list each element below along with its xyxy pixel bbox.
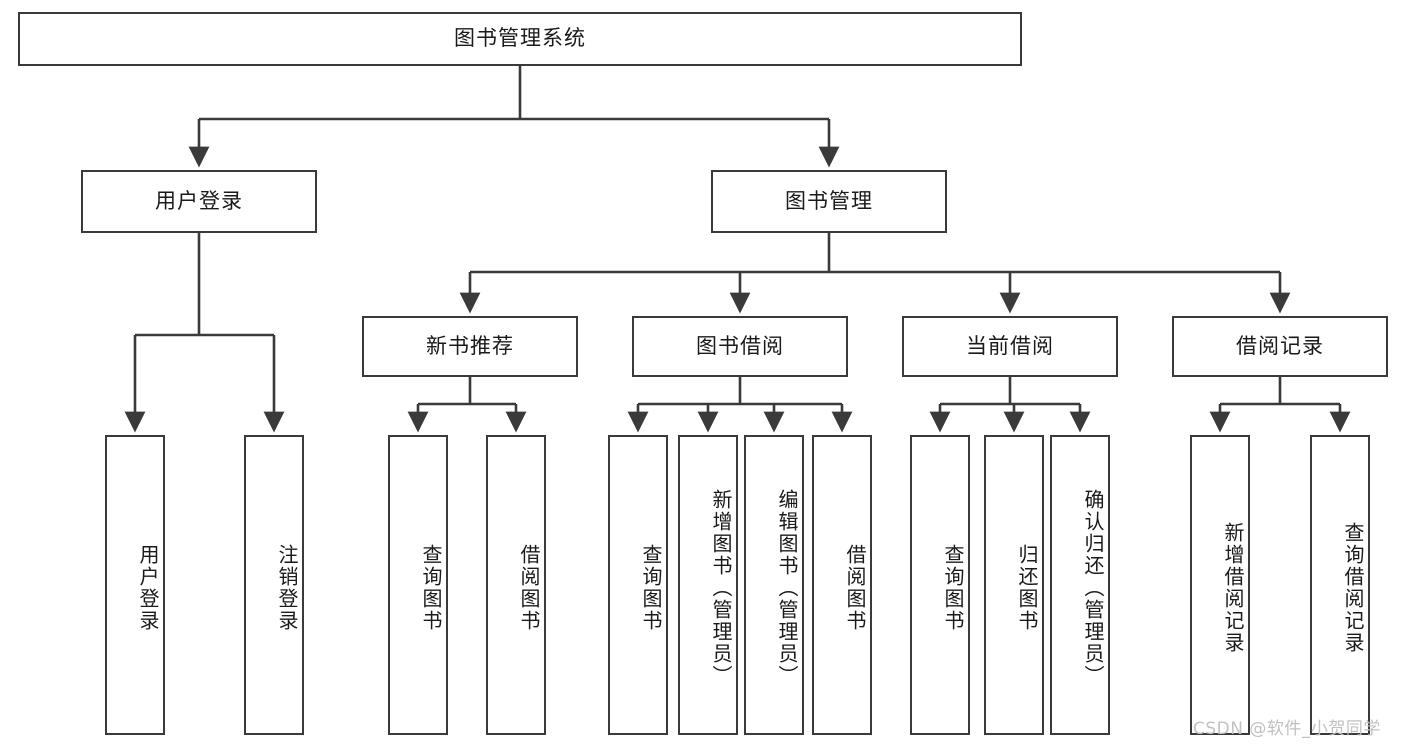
node-leaf-borrow-book-1[interactable]: 借阅图书 xyxy=(486,435,546,735)
node-book-borrow[interactable]: 图书借阅 xyxy=(632,316,848,377)
node-borrow-record[interactable]: 借阅记录 xyxy=(1172,316,1388,377)
node-label: 用户登录 xyxy=(136,544,160,632)
node-leaf-edit-book[interactable]: 编辑图书（管理员） xyxy=(744,435,804,735)
node-label: 新增图书（管理员） xyxy=(709,489,733,687)
node-label: 确认归还（管理员） xyxy=(1081,489,1105,687)
node-leaf-borrow-book-2[interactable]: 借阅图书 xyxy=(812,435,872,735)
node-label: 借阅图书 xyxy=(843,544,867,632)
node-book-manage[interactable]: 图书管理 xyxy=(711,170,947,233)
node-leaf-confirm-return[interactable]: 确认归还（管理员） xyxy=(1050,435,1110,735)
node-label: 归还图书 xyxy=(1015,544,1039,632)
node-leaf-return-book[interactable]: 归还图书 xyxy=(984,435,1044,735)
node-root[interactable]: 图书管理系统 xyxy=(18,12,1022,66)
node-leaf-query-book-2[interactable]: 查询图书 xyxy=(608,435,668,735)
node-leaf-query-record[interactable]: 查询借阅记录 xyxy=(1310,435,1370,735)
csdn-watermark: CSDN @软件_小贺同学 xyxy=(1193,719,1381,739)
node-current-borrow[interactable]: 当前借阅 xyxy=(902,316,1118,377)
node-label: 注销登录 xyxy=(275,544,299,632)
node-label: 借阅图书 xyxy=(517,544,541,632)
node-label: 查询图书 xyxy=(419,544,443,632)
node-leaf-user-login[interactable]: 用户登录 xyxy=(105,435,165,735)
node-label: 查询借阅记录 xyxy=(1341,522,1365,654)
node-leaf-query-book-3[interactable]: 查询图书 xyxy=(910,435,970,735)
node-user-login[interactable]: 用户登录 xyxy=(81,170,317,233)
node-label: 查询图书 xyxy=(639,544,663,632)
node-label: 新增借阅记录 xyxy=(1221,522,1245,654)
node-leaf-add-book[interactable]: 新增图书（管理员） xyxy=(678,435,738,735)
node-label: 编辑图书（管理员） xyxy=(775,489,799,687)
node-leaf-logout[interactable]: 注销登录 xyxy=(244,435,304,735)
node-leaf-query-book-1[interactable]: 查询图书 xyxy=(388,435,448,735)
node-label: 查询图书 xyxy=(941,544,965,632)
node-new-book-rec[interactable]: 新书推荐 xyxy=(362,316,578,377)
node-leaf-add-record[interactable]: 新增借阅记录 xyxy=(1190,435,1250,735)
